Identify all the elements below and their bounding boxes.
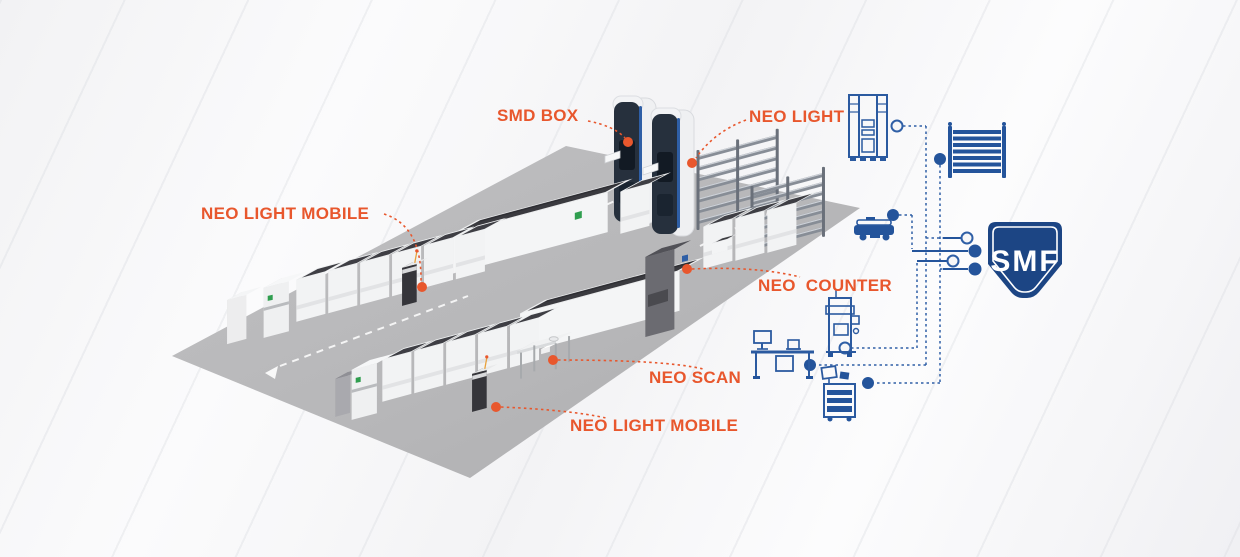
smf-network-nodes — [804, 119, 982, 389]
production-lines — [227, 95, 825, 420]
callout-neo-light: NEO LIGHT — [749, 107, 845, 126]
smd-tower-icon — [848, 94, 888, 161]
callout-neo-counter: NEO COUNTER — [758, 276, 892, 295]
counter-machine-icon — [825, 290, 860, 357]
smf-network-dashed — [816, 125, 943, 384]
callout-neo-light-mobile-top: NEO LIGHT MOBILE — [201, 204, 370, 223]
feeder-rack-icon — [948, 122, 1006, 178]
scan-desk-icon — [751, 330, 814, 379]
callout-neo-light-mobile-bottom: NEO LIGHT MOBILE — [570, 416, 739, 435]
callout-dots — [417, 137, 697, 412]
smf-badge: SMF — [988, 222, 1062, 298]
callout-smd-box: SMD BOX — [497, 106, 579, 125]
callout-neo-scan: NEO SCAN — [649, 368, 742, 387]
mobile-cart-icon — [820, 365, 856, 422]
agv-icon — [854, 217, 894, 241]
smf-badge-label: SMF — [990, 245, 1059, 278]
smf-terminal-lines — [912, 237, 968, 270]
callout-leader-lines — [383, 119, 801, 419]
